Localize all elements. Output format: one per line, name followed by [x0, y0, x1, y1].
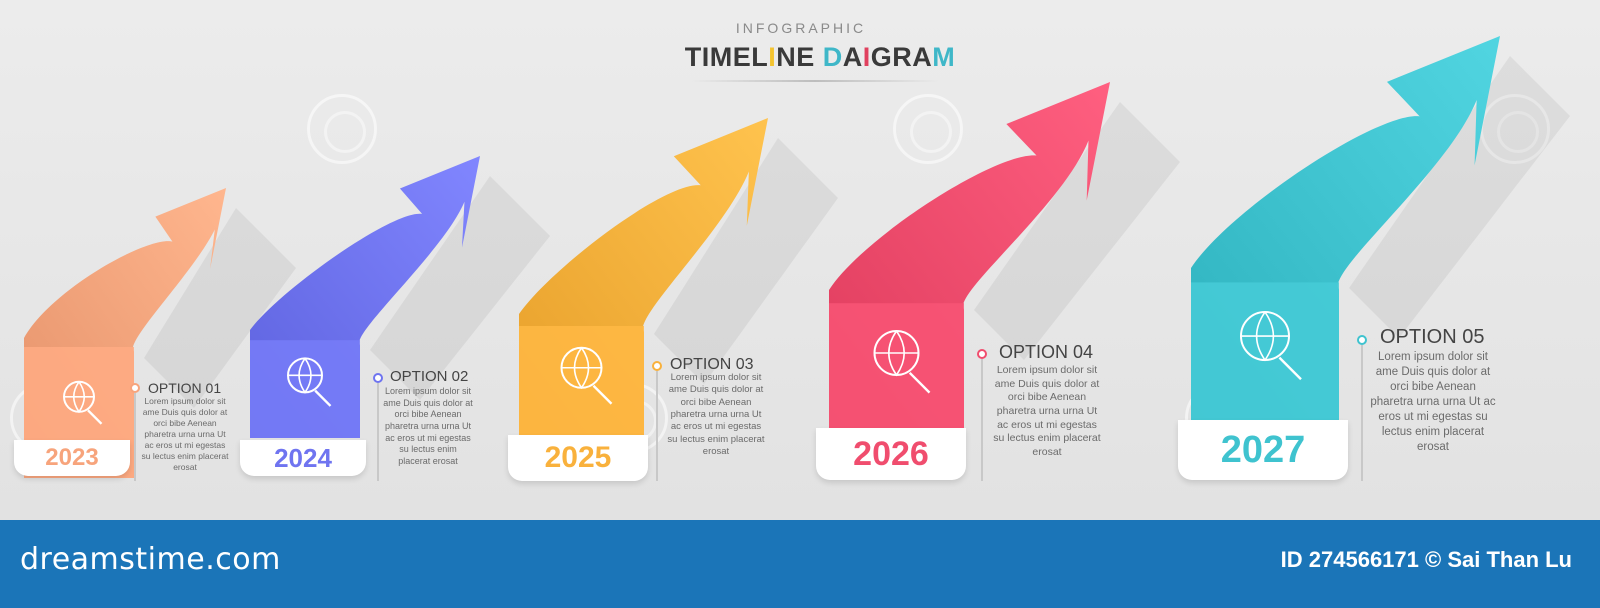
step-marker-dot: [1357, 335, 1367, 345]
step-connector-line: [1361, 345, 1363, 481]
option-title: OPTION 02: [390, 368, 469, 385]
year-label: 2023: [14, 440, 130, 476]
watermark-logo-icon: [893, 94, 963, 164]
option-title: OPTION 03: [670, 356, 754, 373]
step-marker-dot: [130, 383, 140, 393]
arrow-base-panel: [1191, 282, 1339, 430]
gear-handshake-icon: [560, 346, 613, 405]
person-clock-coins-icon: [287, 357, 332, 407]
arrow-shadow: [370, 176, 550, 400]
diagram-title: TIMELINE DAIGRAM: [684, 42, 956, 72]
arrow-shadow: [144, 208, 296, 408]
watermark-logo-icon: [307, 94, 377, 164]
arrow-base-panel: [519, 326, 644, 442]
option-description: Lorem ipsum dolor sit ame Duis quis dolo…: [993, 364, 1101, 458]
step-marker-dot: [977, 349, 987, 359]
house-globe-magnifier-icon: [63, 380, 103, 425]
arrow-base-panel: [829, 303, 964, 440]
year-label: 2024: [240, 440, 366, 476]
footer-bar: dreamstime.com ID 274566171 © Sai Than L…: [0, 520, 1600, 608]
arrow-shapes: [24, 36, 1570, 478]
option-title: OPTION 04: [999, 342, 1094, 362]
year-label: 2025: [508, 435, 648, 481]
trophy-growth-chart-icon: [1240, 311, 1302, 381]
step-connector-line: [134, 393, 136, 481]
arrow-shadow: [974, 102, 1180, 360]
arrow-base-panel: [250, 340, 360, 438]
step-marker-dot: [373, 373, 383, 383]
arrow-shadow: [654, 138, 838, 384]
option-description: Lorem ipsum dolor sit ame Duis quis dolo…: [1370, 351, 1496, 453]
image-credit: ID 274566171 © Sai Than Lu: [1280, 547, 1572, 572]
option-description: Lorem ipsum dolor sit ame Duis quis dolo…: [141, 396, 229, 473]
option-title: OPTION 05: [1380, 326, 1485, 348]
step-marker-dot: [652, 361, 662, 371]
arrow-shadow: [1349, 56, 1570, 338]
option-description: Lorem ipsum dolor sit ame Duis quis dolo…: [383, 386, 473, 467]
option-title: OPTION 01: [148, 380, 222, 396]
infographic-subtitle: INFOGRAPHIC: [735, 20, 867, 36]
infographic-canvas: INFOGRAPHIC TIMELINE DAIGRAM 2023 OPTION …: [0, 0, 1600, 520]
option-description: Lorem ipsum dolor sit ame Duis quis dolo…: [667, 372, 765, 458]
year-label: 2026: [816, 428, 966, 480]
step-connector-line: [656, 371, 658, 481]
brand-logo-text[interactable]: dreamstime.com: [20, 542, 281, 577]
shield-pie-chart-icon: [873, 330, 931, 394]
step-connector-line: [981, 359, 983, 481]
year-label: 2027: [1178, 420, 1348, 480]
step-connector-line: [377, 383, 379, 481]
title-divider: [690, 80, 940, 82]
